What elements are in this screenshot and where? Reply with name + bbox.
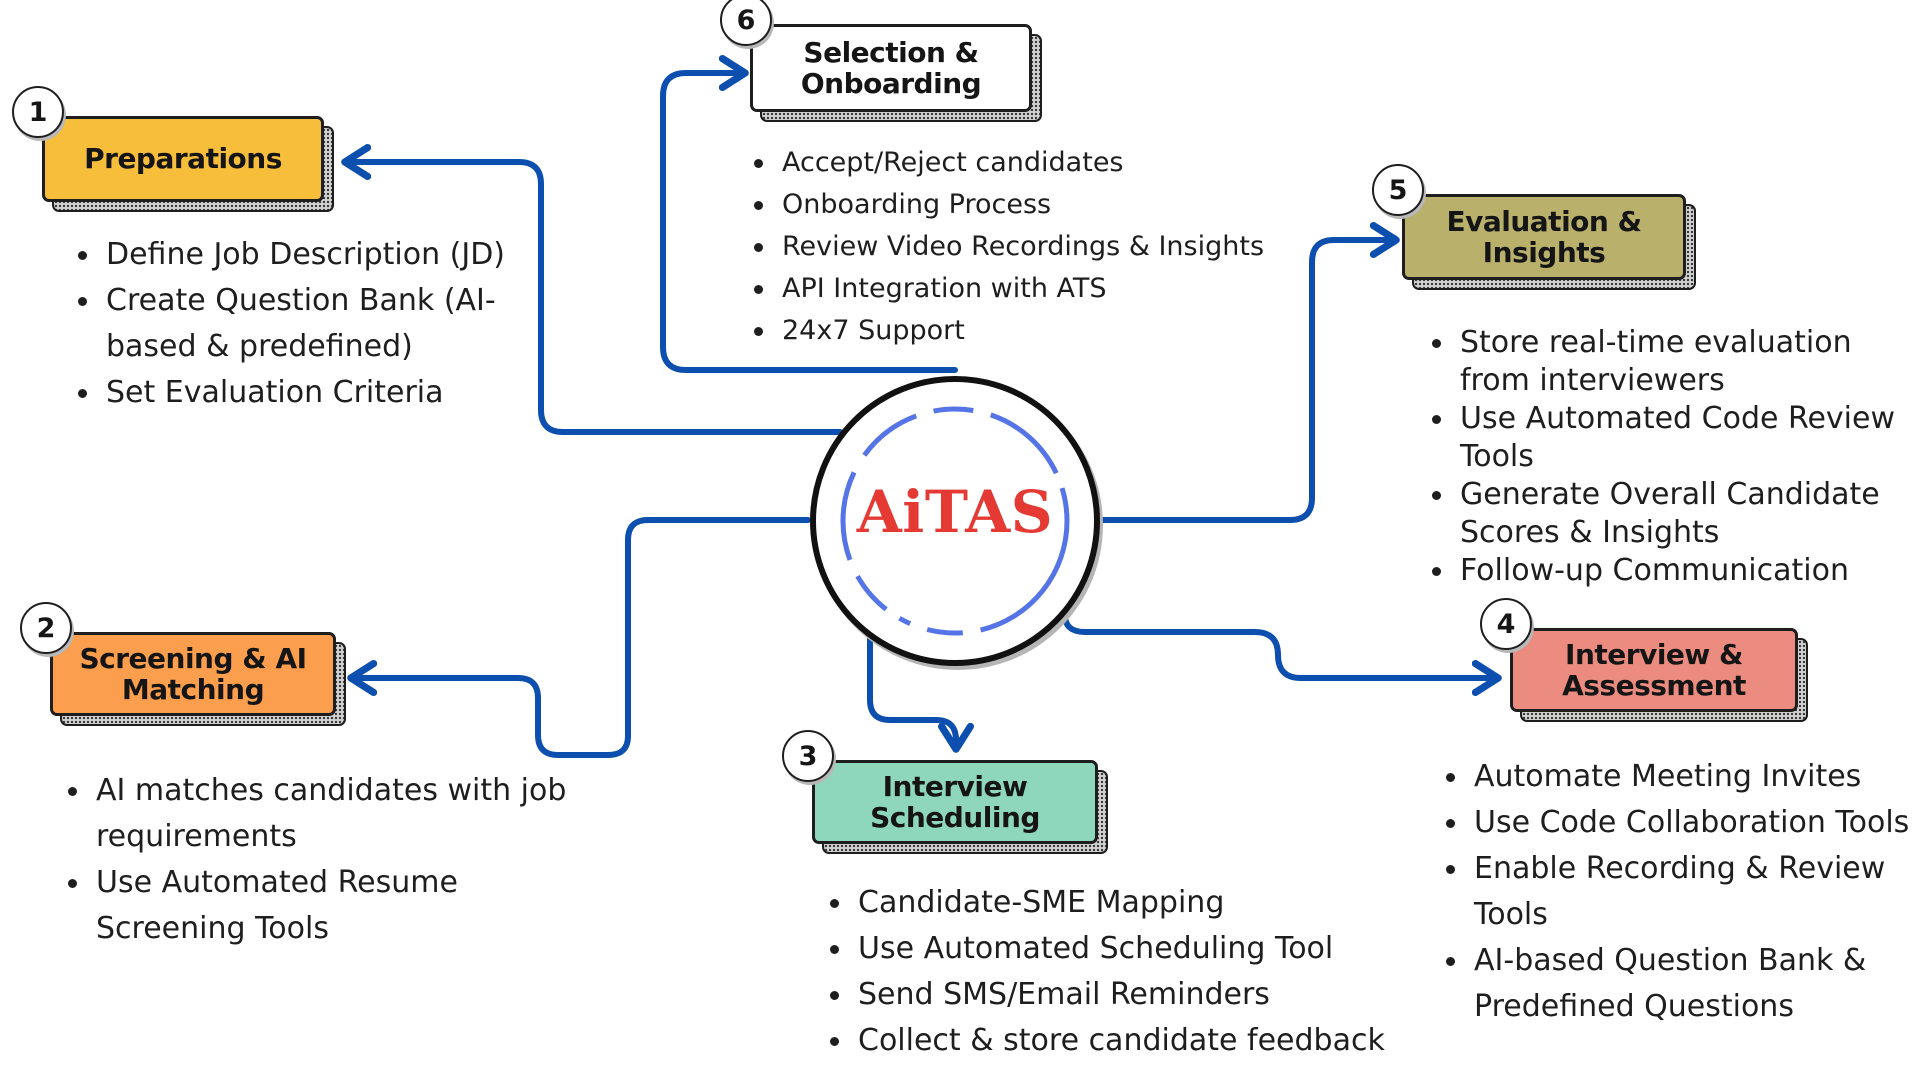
- step-number-badge: 2: [20, 602, 72, 654]
- list-item: Send SMS/Email Reminders: [824, 972, 1464, 1018]
- list-item: Define Job Description (JD): [72, 232, 542, 278]
- aitas-hub: AiTAS: [810, 376, 1100, 666]
- list-item: Onboarding Process: [748, 184, 1308, 226]
- list-item: Use Automated Scheduling Tool: [824, 926, 1464, 972]
- list-item: Use Automated Resume Screening Tools: [62, 860, 602, 952]
- hub-title: AiTAS: [856, 478, 1054, 546]
- list-item: AI-based Question Bank & Predefined Ques…: [1440, 938, 1915, 1030]
- step-number-badge: 3: [782, 730, 834, 782]
- list-item: Automate Meeting Invites: [1440, 754, 1915, 800]
- step-number-badge: 5: [1372, 164, 1424, 216]
- list-item: Use Automated Code Review Tools: [1426, 400, 1916, 476]
- list-item: Review Video Recordings & Insights: [748, 226, 1308, 268]
- screening-bullets: AI matches candidates with job requireme…: [62, 768, 602, 952]
- list-item: 24x7 Support: [748, 310, 1308, 352]
- step-interview: Interview & Assessment 4: [1480, 598, 1808, 722]
- list-item: AI matches candidates with job requireme…: [62, 768, 602, 860]
- connector-to-scheduling: [867, 635, 974, 753]
- step-interview-title: Interview & Assessment: [1510, 628, 1798, 712]
- step-scheduling: Interview Scheduling 3: [782, 730, 1108, 854]
- step-screening: Screening & AI Matching 2: [20, 602, 346, 726]
- step-number-badge: 6: [720, 0, 772, 46]
- step-preparations-title: Preparations: [42, 116, 324, 202]
- list-item: Use Code Collaboration Tools: [1440, 800, 1915, 846]
- list-item: Generate Overall Candidate Scores & Insi…: [1426, 476, 1916, 552]
- step-selection-title: Selection & Onboarding: [750, 24, 1032, 112]
- list-item: Set Evaluation Criteria: [72, 370, 542, 416]
- step-screening-title: Screening & AI Matching: [50, 632, 336, 716]
- list-item: Store real-time evaluation from intervie…: [1426, 324, 1916, 400]
- step-preparations: Preparations 1: [12, 86, 334, 212]
- interview-bullets: Automate Meeting Invites Use Code Collab…: [1440, 754, 1915, 1030]
- step-evaluation-title: Evaluation & Insights: [1402, 194, 1686, 280]
- preparations-bullets: Define Job Description (JD) Create Quest…: [72, 232, 542, 416]
- list-item: API Integration with ATS: [748, 268, 1308, 310]
- step-evaluation: Evaluation & Insights 5: [1372, 164, 1696, 290]
- scheduling-bullets: Candidate-SME Mapping Use Automated Sche…: [824, 880, 1464, 1064]
- list-item: Create Question Bank (AI-based & predefi…: [72, 278, 542, 370]
- connector-to-screening: [347, 517, 811, 758]
- connector-to-selection: [660, 55, 958, 373]
- list-item: Candidate-SME Mapping: [824, 880, 1464, 926]
- connector-to-preparations: [341, 144, 843, 435]
- connector-to-evaluation: [1099, 222, 1400, 523]
- step-selection: Selection & Onboarding 6: [720, 0, 1042, 122]
- list-item: Collect & store candidate feedback: [824, 1018, 1464, 1064]
- step-number-badge: 4: [1480, 598, 1532, 650]
- list-item: Enable Recording & Review Tools: [1440, 846, 1915, 938]
- selection-bullets: Accept/Reject candidates Onboarding Proc…: [748, 142, 1308, 352]
- connector-to-interview: [1062, 612, 1502, 696]
- evaluation-bullets: Store real-time evaluation from intervie…: [1426, 324, 1916, 590]
- step-number-badge: 1: [12, 86, 64, 138]
- list-item: Follow-up Communication: [1426, 552, 1916, 590]
- list-item: Accept/Reject candidates: [748, 142, 1308, 184]
- step-scheduling-title: Interview Scheduling: [812, 760, 1098, 844]
- hub-ring: [840, 406, 1070, 636]
